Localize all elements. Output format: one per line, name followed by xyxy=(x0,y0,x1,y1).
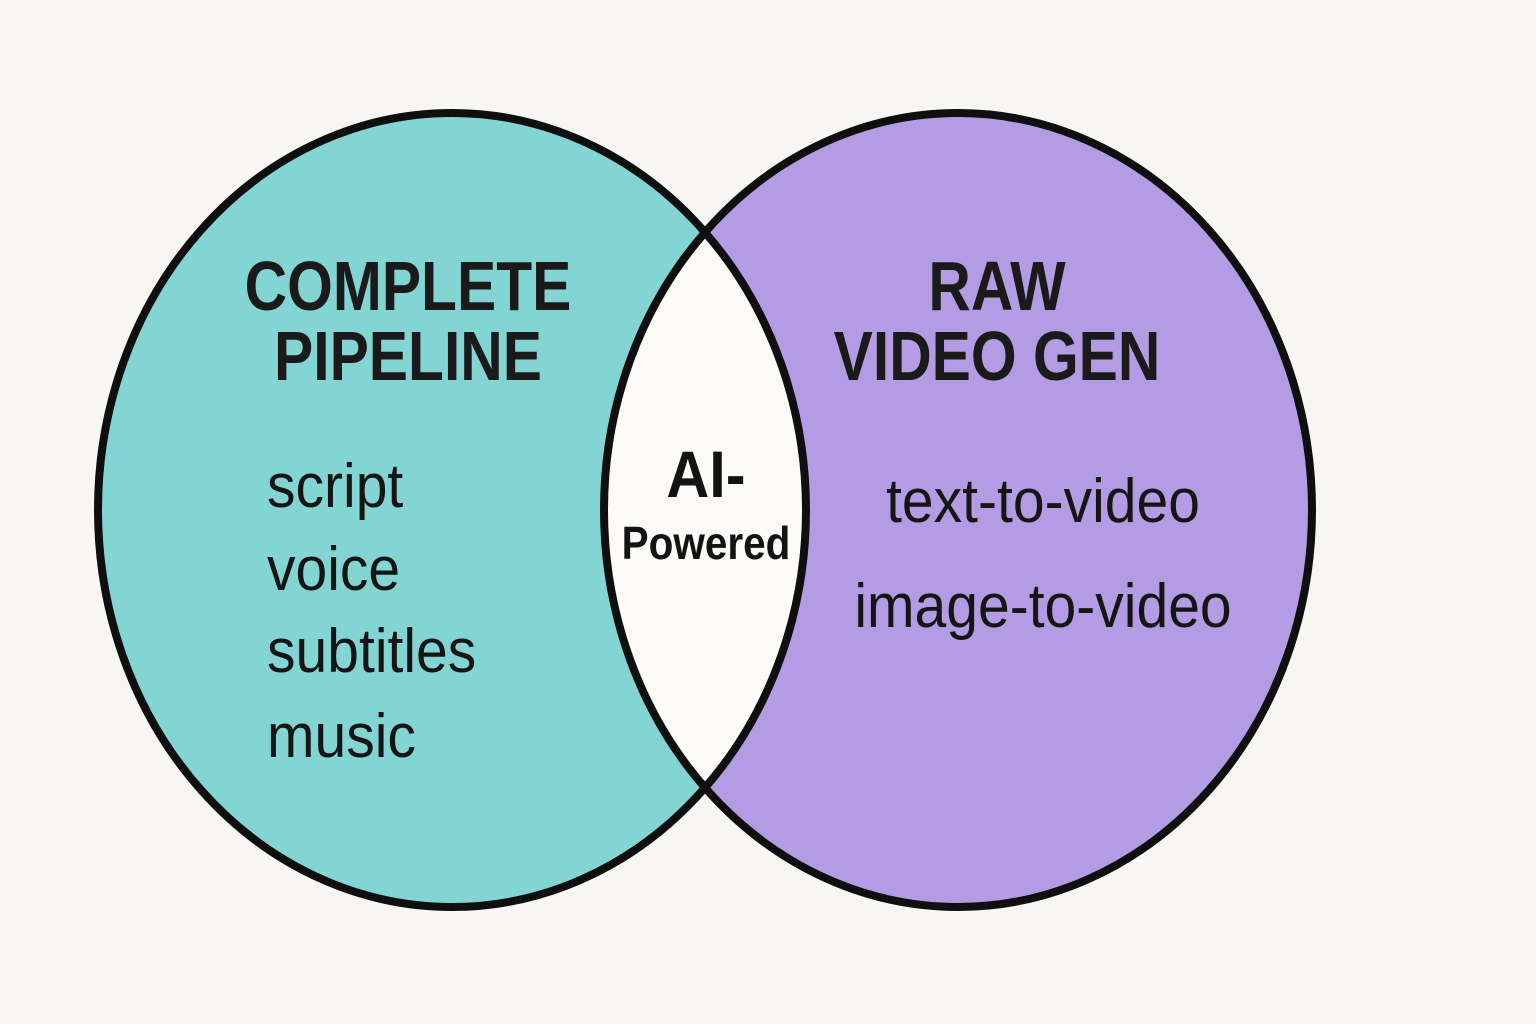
left-circle-title-line2: PIPELINE xyxy=(274,317,542,395)
left-circle-outline xyxy=(94,109,810,911)
right-item-image-to-video: image-to-video xyxy=(854,572,1232,641)
right-circle-title-line1: RAW xyxy=(928,247,1066,325)
left-item-subtitles: subtitles xyxy=(267,617,477,686)
left-circle xyxy=(98,113,806,907)
right-item-text-to-video: text-to-video xyxy=(886,467,1200,536)
left-circle-title-line1: COMPLETE xyxy=(244,247,572,325)
right-circle-title-line2: VIDEO GEN xyxy=(833,317,1161,395)
left-item-script: script xyxy=(267,452,404,521)
right-circle-outline xyxy=(600,109,1316,911)
intersection-label-line2: Powered xyxy=(621,517,791,569)
left-item-voice: voice xyxy=(267,535,401,604)
left-item-music: music xyxy=(267,702,416,771)
intersection-label-line1: AI- xyxy=(666,437,746,511)
right-circle xyxy=(604,113,1312,907)
